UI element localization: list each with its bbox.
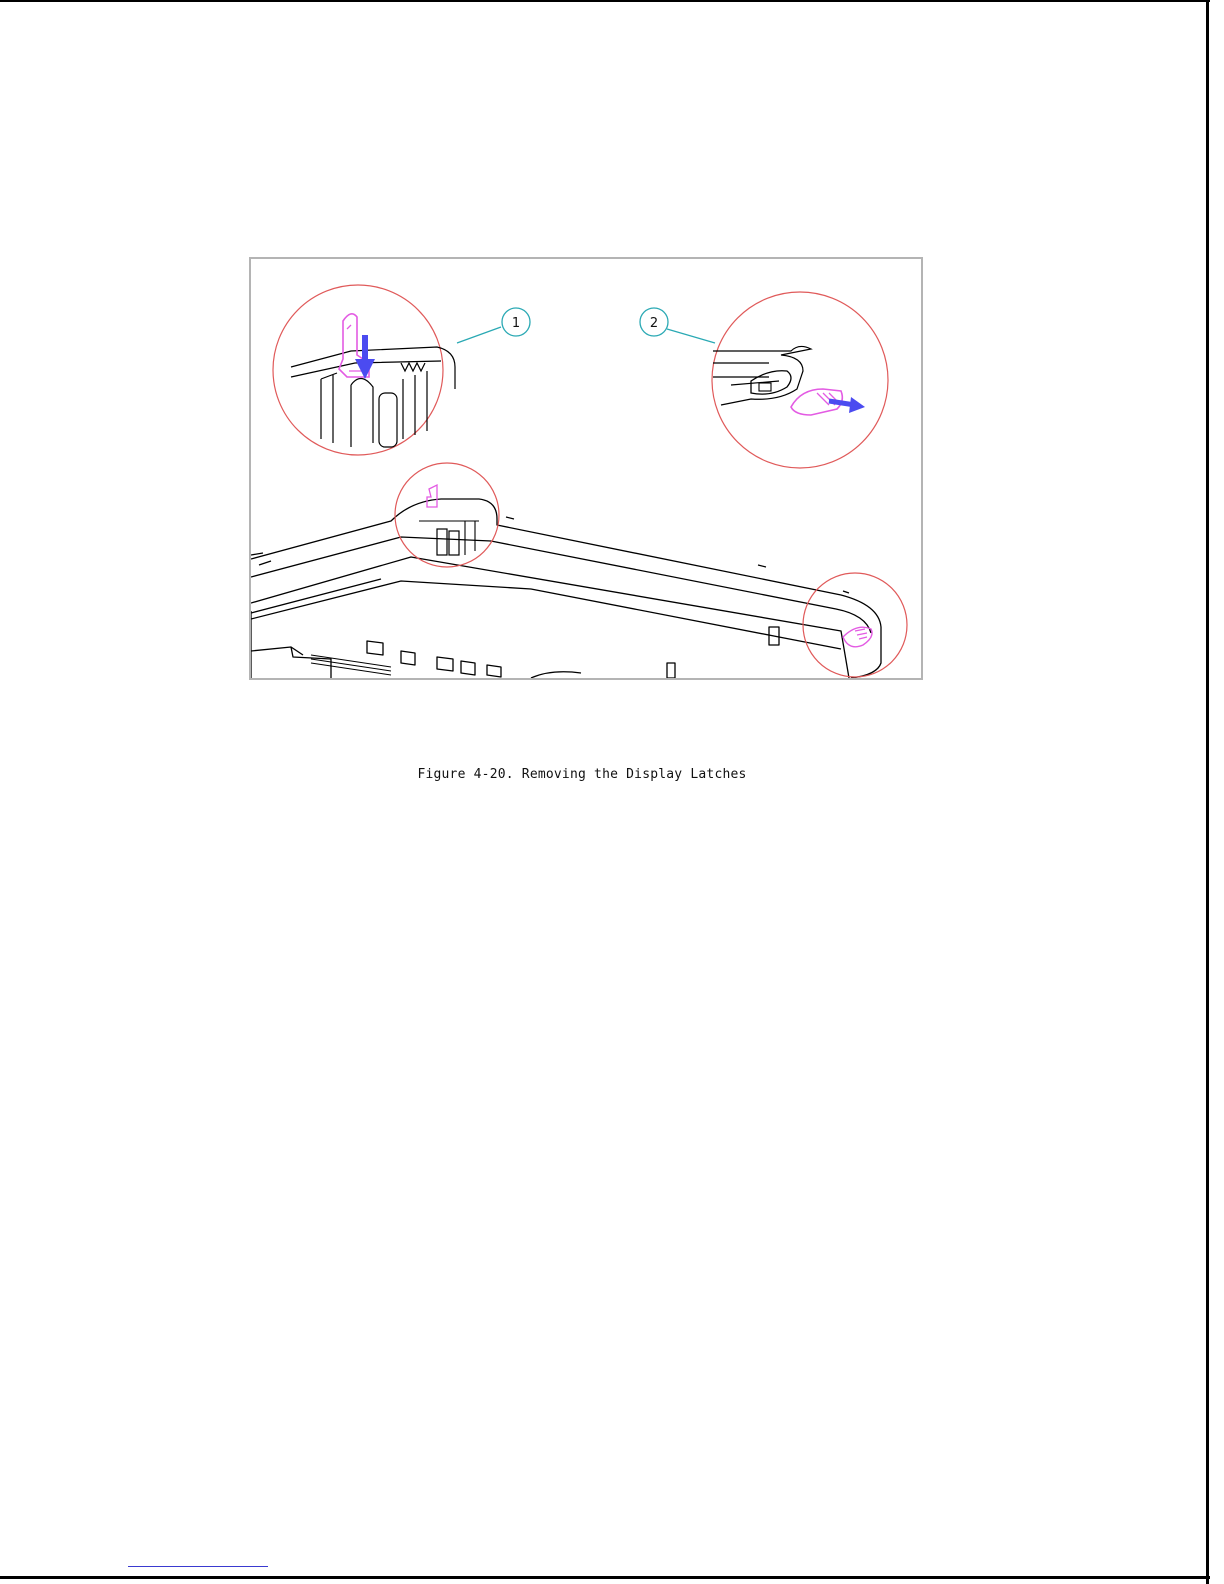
callout-1: 1 [457, 308, 530, 343]
page-top-border [0, 0, 1210, 2]
page-bottom-border [0, 1576, 1210, 1579]
detail-1-enlarged [273, 285, 455, 455]
detail-2-enlarged [712, 292, 888, 468]
figure-illustration: 1 2 [249, 257, 923, 680]
page-right-border [1206, 0, 1209, 1584]
footnote-link-underline[interactable] [128, 1566, 268, 1567]
latch-2-in-place [803, 573, 907, 677]
callout-2: 2 [640, 308, 715, 343]
display-bezel [251, 499, 881, 678]
callout-2-label: 2 [650, 316, 658, 331]
callout-1-label: 1 [512, 316, 520, 331]
display-latch-diagram: 1 2 [251, 259, 921, 678]
latch-1-in-place [395, 463, 499, 567]
figure-caption: Figure 4-20. Removing the Display Latche… [0, 767, 1164, 782]
